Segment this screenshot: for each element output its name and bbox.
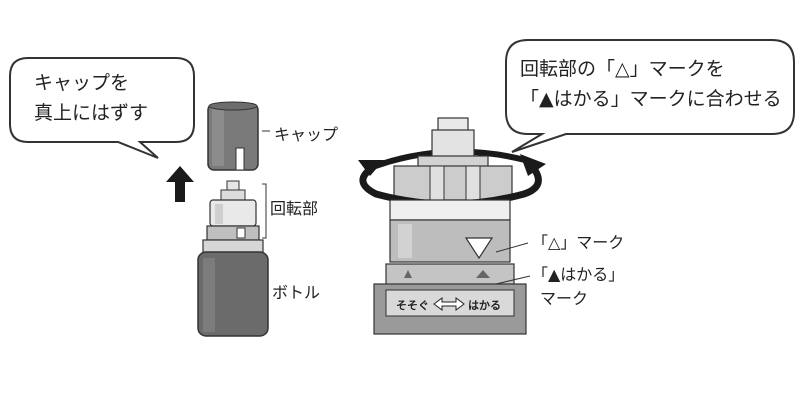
measure-triangle-icon: [476, 270, 490, 278]
base-panel-illustration: そそぐ はかる: [373, 263, 527, 335]
double-arrow-icon: [433, 297, 465, 311]
left-speech-bubble: [9, 57, 195, 159]
right-bubble-line-1: 回転部の「△」マークを: [520, 58, 725, 80]
cap-label: キャップ: [274, 125, 339, 144]
up-arrow-icon: [166, 166, 194, 202]
left-bubble-line-1: キャップを: [34, 72, 130, 94]
right-bubble-line-2: 「▲はかる」マークに合わせる: [520, 88, 782, 110]
rotation-arrowhead-left-icon: [358, 160, 384, 176]
right-bubble-text: 回転部の「△」マークを 「▲はかる」マークに合わせる: [520, 54, 782, 114]
rotating-body-illustration: [389, 199, 511, 263]
base-measure-label: はかる: [468, 299, 501, 312]
rotation-arrowhead-right-icon: [520, 154, 546, 176]
left-bubble-line-2: 真上にはずす: [34, 102, 149, 124]
rotating-part-label: 回転部: [270, 199, 319, 218]
triangle-mark-label: 「△」マーク: [532, 233, 625, 252]
base-pour-label: そそぐ: [396, 299, 429, 312]
measure-mark-label-line-1: 「▲はかる」: [532, 265, 625, 284]
bottle-label: ボトル: [272, 283, 321, 302]
rotating-part-illustration: [206, 180, 260, 241]
triangle-mark-icon: [464, 237, 494, 260]
measure-mark-label-line-2: マーク: [540, 289, 589, 308]
right-speech-bubble: [505, 39, 795, 153]
bottle-illustration: [197, 239, 269, 337]
dispenser-top-illustration: [393, 117, 513, 201]
pour-triangle-icon: [404, 270, 412, 278]
left-bubble-text: キャップを 真上にはずす: [34, 68, 148, 128]
cap-illustration: [207, 101, 259, 171]
